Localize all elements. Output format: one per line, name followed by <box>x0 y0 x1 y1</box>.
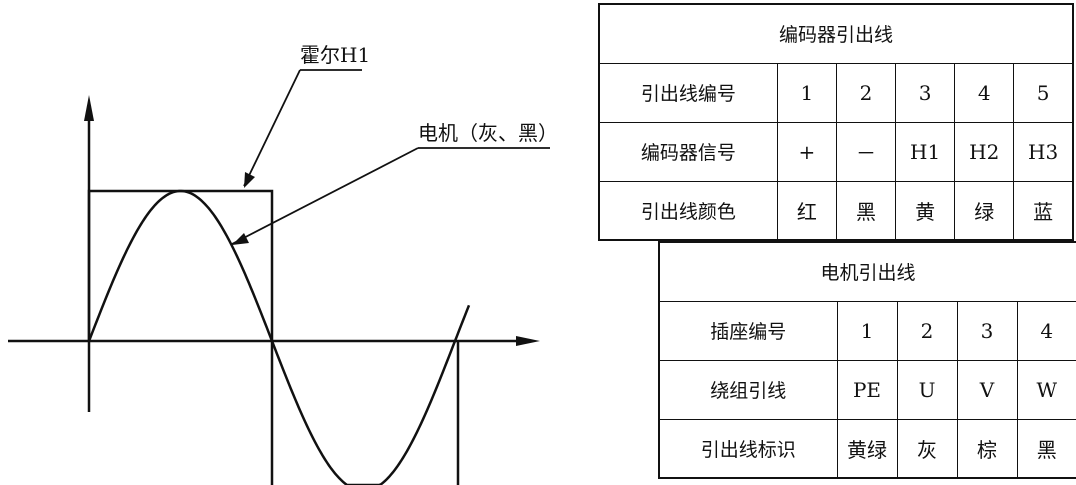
table-cell: 灰 <box>896 418 958 479</box>
table-cell: 黑 <box>835 180 897 241</box>
hall-label: 霍尔H1 <box>300 43 370 67</box>
table-cell: 5 <box>1013 62 1074 123</box>
table-cell: 3 <box>895 62 956 123</box>
table-cell: PE <box>836 359 898 420</box>
table-cell: 绿 <box>954 180 1015 241</box>
row-label-socket-number: 插座编号 <box>658 300 838 361</box>
y-axis-arrow <box>84 95 94 121</box>
table-cell: 黑 <box>1016 418 1076 479</box>
encoder-table-title: 编码器引出线 <box>598 3 1074 64</box>
row-label-encoder-signal: 编码器信号 <box>598 121 778 182</box>
table-cell: U <box>896 359 958 420</box>
motor-lead-table: 电机引出线 插座编号 1 2 3 4 绕组引线 PE U V W 引出线标识 黄… <box>658 241 1076 479</box>
motor-table-title: 电机引出线 <box>658 241 1076 302</box>
table-cell: H1 <box>895 121 956 182</box>
table-cell: 4 <box>1016 300 1076 361</box>
row-label-lead-marking: 引出线标识 <box>658 418 838 479</box>
table-cell: 1 <box>836 300 898 361</box>
table-cell: 黄绿 <box>836 418 898 479</box>
table-cell: 3 <box>956 300 1018 361</box>
table-cell: H2 <box>954 121 1015 182</box>
table-cell: H3 <box>1013 121 1074 182</box>
x-axis-arrow <box>516 336 540 346</box>
hall-leader-arrow <box>244 172 255 188</box>
waveform-diagram: 霍尔H1 电机（灰、黑） <box>8 43 558 485</box>
table-cell: － <box>835 121 897 182</box>
table-cell: 2 <box>835 62 897 123</box>
table-cell: 4 <box>954 62 1015 123</box>
motor-leader-arrow <box>232 233 249 245</box>
table-cell: + <box>776 121 837 182</box>
table-cell: 棕 <box>956 418 1018 479</box>
table-cell: 2 <box>896 300 958 361</box>
hall-leader-line <box>243 69 301 187</box>
table-cell: W <box>1016 359 1076 420</box>
table-cell: 蓝 <box>1013 180 1074 241</box>
table-cell: 1 <box>776 62 837 123</box>
table-cell: 黄 <box>895 180 956 241</box>
row-label-winding-lead: 绕组引线 <box>658 359 838 420</box>
row-label-lead-color: 引出线颜色 <box>598 180 778 241</box>
motor-label: 电机（灰、黑） <box>418 121 558 145</box>
row-label-lead-number: 引出线编号 <box>598 62 778 123</box>
motor-sine-wave <box>87 189 471 485</box>
table-cell: 红 <box>776 180 837 241</box>
encoder-lead-table: 编码器引出线 引出线编号 1 2 3 4 5 编码器信号 + － H1 H2 H… <box>598 3 1074 241</box>
motor-leader-line <box>231 147 419 245</box>
table-cell: V <box>956 359 1018 420</box>
